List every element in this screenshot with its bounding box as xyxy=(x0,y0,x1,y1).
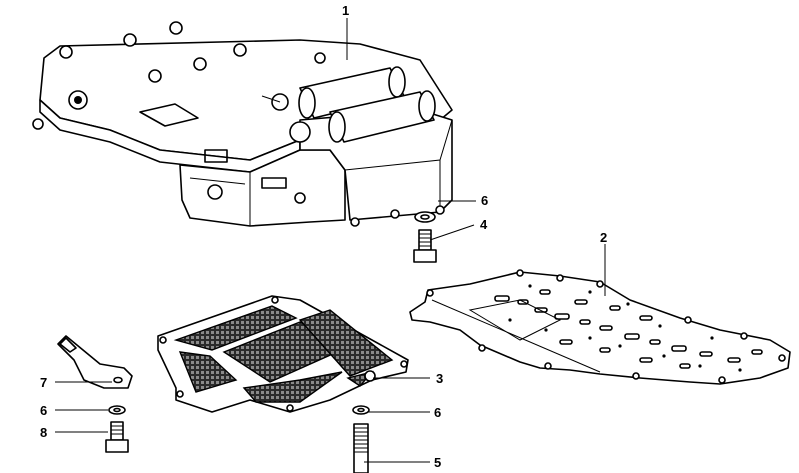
callout-5: 5 xyxy=(434,455,441,470)
bolt-8 xyxy=(105,421,129,453)
stud-bolt-5 xyxy=(353,423,369,473)
valve-body-assembly xyxy=(32,21,453,227)
washer-left xyxy=(108,405,126,415)
oil-strainer-3 xyxy=(157,295,409,413)
callout-3: 3 xyxy=(436,371,443,386)
washer-upper xyxy=(414,211,436,223)
callout-6-left: 6 xyxy=(40,403,47,418)
callout-4: 4 xyxy=(480,217,488,232)
servo-cylinders xyxy=(261,66,436,143)
callout-6-bottom: 6 xyxy=(434,405,441,420)
callout-labels: 1 2 3 4 5 6 6 6 7 8 xyxy=(40,3,607,470)
leader-lines xyxy=(55,18,606,463)
callout-6-upper: 6 xyxy=(481,193,488,208)
bolt-4 xyxy=(413,229,437,263)
callout-2: 2 xyxy=(600,230,607,245)
separator-plate-2 xyxy=(409,269,791,385)
callout-1: 1 xyxy=(342,3,349,18)
washer-bottom xyxy=(352,405,370,415)
callout-7: 7 xyxy=(40,375,47,390)
bracket-7 xyxy=(57,335,133,389)
callout-8: 8 xyxy=(40,425,47,440)
